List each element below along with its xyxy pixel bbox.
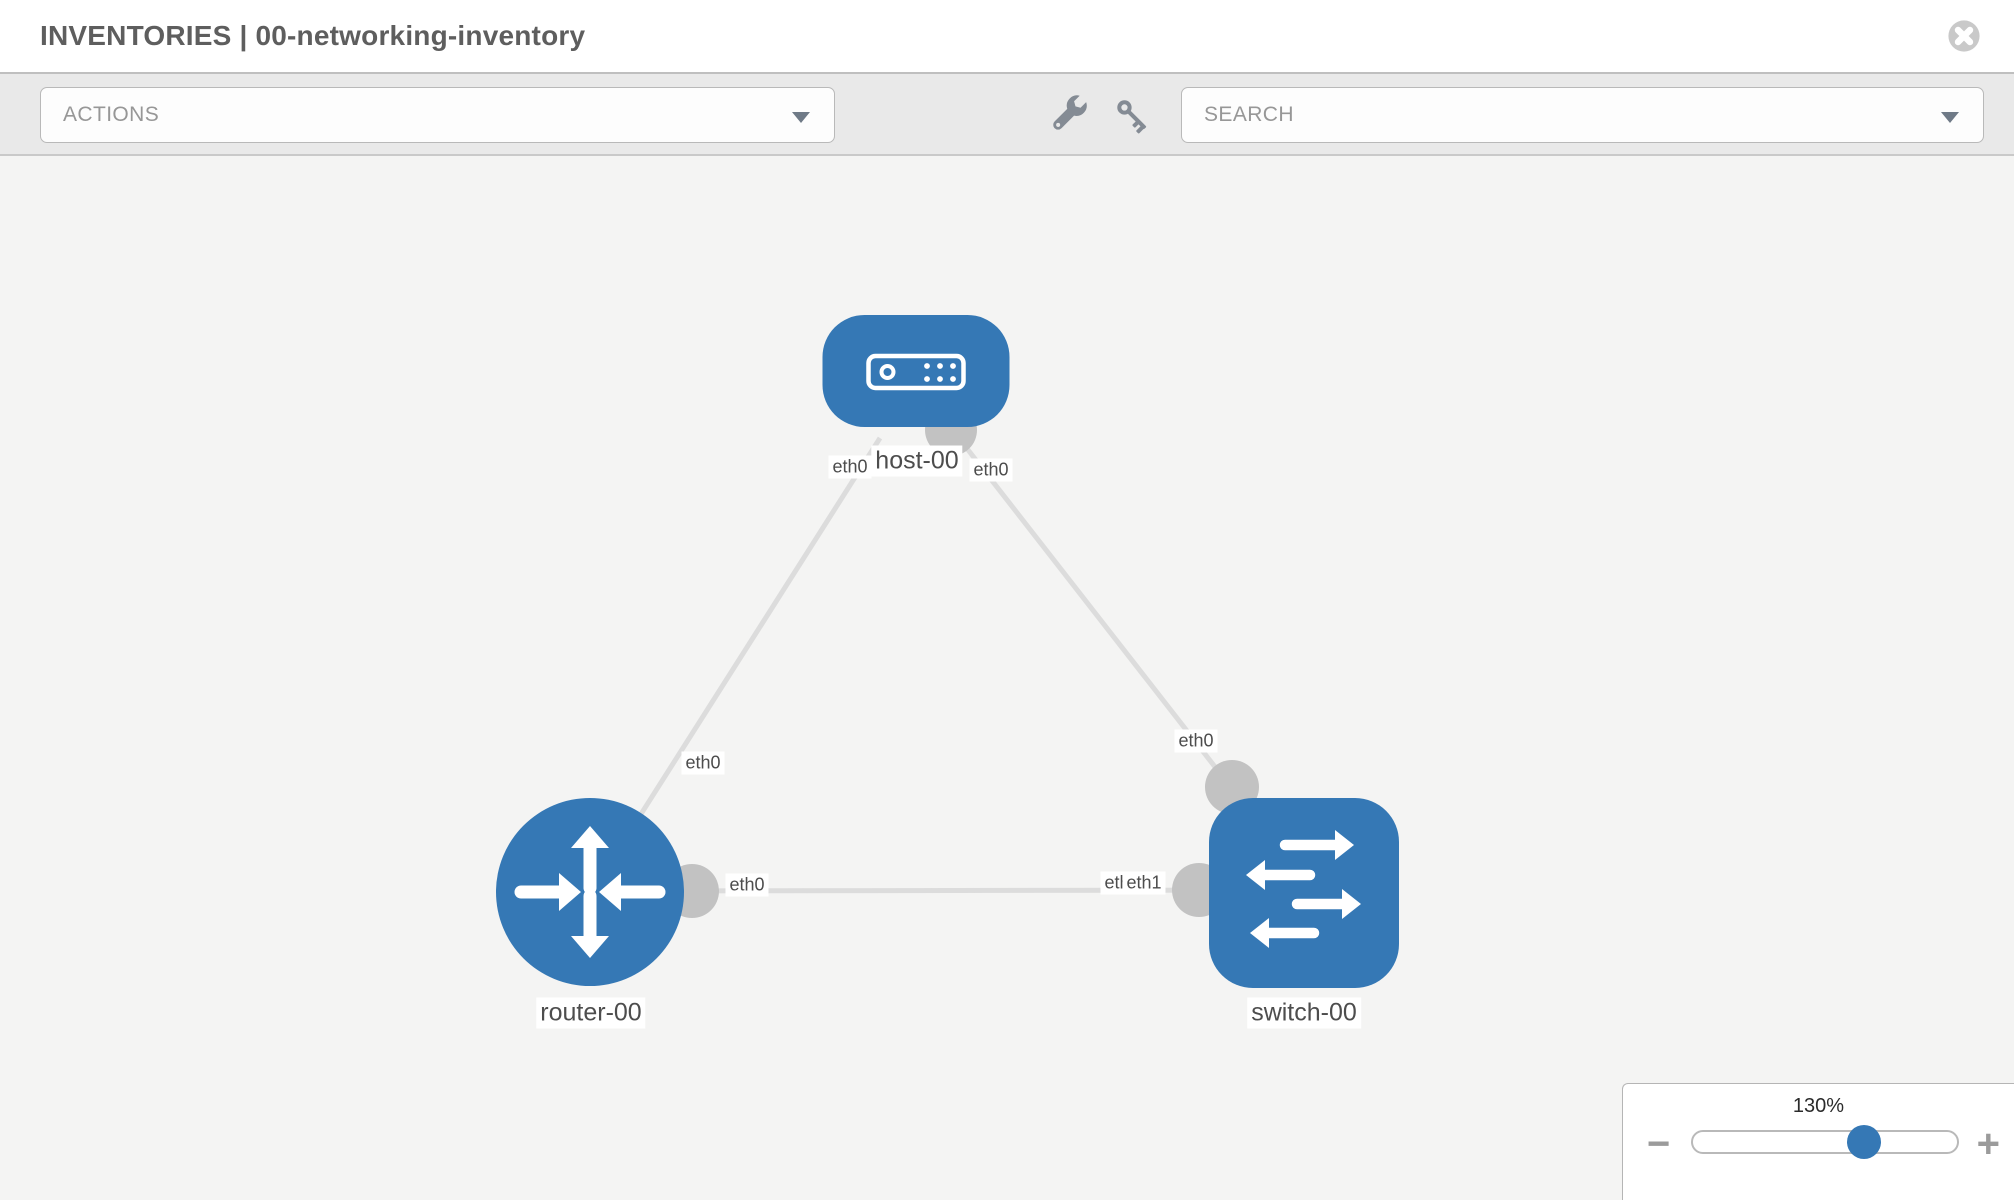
node-router-00[interactable] — [496, 798, 684, 986]
key-icon[interactable] — [1112, 95, 1154, 137]
close-button[interactable] — [1947, 19, 1981, 53]
zoom-level: 130% — [1792, 1095, 1845, 1117]
zoom-slider-handle[interactable] — [1847, 1125, 1881, 1159]
zoom-slider-row: − + — [1623, 1122, 2014, 1170]
router-icon — [514, 826, 666, 958]
actions-dropdown[interactable]: ACTIONS — [40, 87, 835, 143]
node-host-00[interactable] — [822, 315, 1010, 427]
zoom-out-button[interactable]: − — [1647, 1122, 1671, 1166]
search-placeholder: SEARCH — [1204, 103, 1294, 126]
chevron-down-icon — [1941, 112, 1959, 123]
toolbar: ACTIONS SEARCH — [0, 72, 2014, 156]
switch-icon — [1246, 830, 1361, 948]
host-icon — [866, 353, 966, 391]
search-dropdown[interactable]: SEARCH — [1181, 87, 1984, 143]
page-title: INVENTORIES | 00-networking-inventory — [40, 20, 586, 51]
zoom-in-button[interactable]: + — [1976, 1122, 2000, 1166]
zoom-panel: 130% − + — [1622, 1083, 2014, 1200]
link-host-00_router-00[interactable] — [591, 436, 883, 890]
wrench-icon[interactable] — [1048, 95, 1090, 137]
link-host-00_switch-00[interactable] — [949, 426, 1235, 792]
node-switch-00[interactable] — [1209, 798, 1399, 988]
zoom-slider[interactable] — [1691, 1125, 1959, 1159]
circle-x-icon — [1948, 20, 1980, 52]
header: INVENTORIES | 00-networking-inventory — [0, 0, 2014, 72]
chevron-down-icon — [792, 112, 810, 123]
topology-graph — [496, 315, 1399, 988]
actions-label: ACTIONS — [63, 103, 160, 126]
